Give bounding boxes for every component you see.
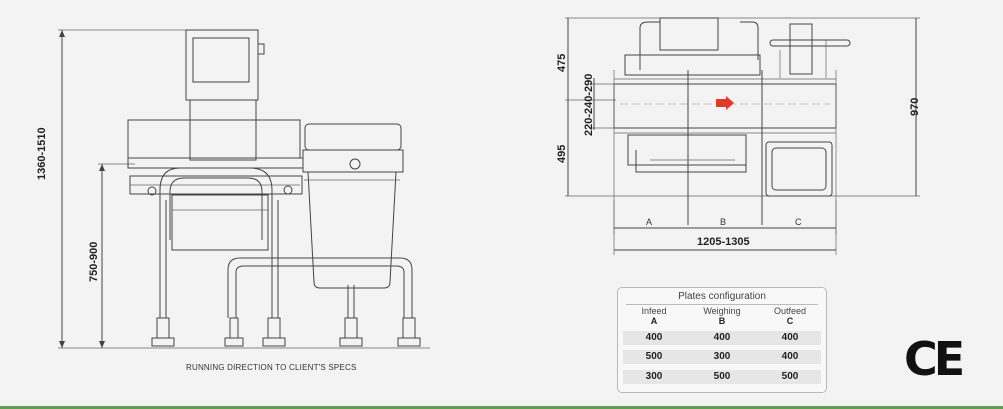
column-header-weighing: Weighing	[703, 306, 741, 316]
column-header-infeed: Infeed	[641, 306, 667, 316]
dim-depth: 970	[905, 76, 923, 116]
dim-top: 475	[552, 32, 570, 72]
dim-bottom-label: 495	[556, 144, 568, 163]
table-divider	[626, 304, 818, 305]
column-letter-a: A	[650, 316, 658, 326]
table-cell: 400	[781, 332, 799, 343]
table-cell: 500	[713, 371, 731, 382]
running-direction-caption: RUNNING DIRECTION TO CLIENT'S SPECS	[186, 363, 357, 372]
ce-mark-logo: CE	[904, 332, 965, 386]
dim-total-height-label: 1360-1510	[36, 127, 48, 180]
section-b-label: B	[720, 217, 727, 227]
table-cell: 400	[645, 332, 663, 343]
table-cell: 400	[781, 351, 799, 362]
table-cell: 500	[645, 351, 663, 362]
dim-top-label: 475	[556, 53, 568, 72]
table-title: Plates configuration	[678, 291, 766, 302]
column-header-outfeed: Outfeed	[773, 306, 807, 316]
table-cell: 400	[713, 332, 731, 343]
table-cell: 300	[713, 351, 731, 362]
dim-conveyor-height: 750-900	[84, 222, 100, 282]
table-row: 400 400 400	[623, 331, 821, 345]
table-cell: 500	[781, 371, 799, 382]
side-view-drawing	[58, 29, 430, 349]
section-c-label: C	[795, 217, 802, 227]
dim-conveyor-height-label: 750-900	[88, 241, 100, 282]
table-row: 500 300 400	[623, 350, 821, 364]
dim-belt-width: 220-240-290	[579, 56, 597, 136]
section-a-label: A	[646, 217, 653, 227]
column-letter-c: C	[786, 316, 794, 326]
bottom-accent-bar	[0, 406, 1003, 409]
dim-depth-label: 970	[909, 97, 921, 116]
dim-length-label: 1205-1305	[697, 236, 750, 248]
plates-configuration-table: Plates configuration Infeed Weighing Out…	[617, 287, 827, 393]
table-cell: 300	[645, 371, 663, 382]
dim-bottom: 495	[552, 123, 570, 163]
dim-total-height: 1360-1510	[32, 120, 48, 180]
table-row: 300 500 500	[623, 370, 821, 384]
top-view-drawing	[565, 17, 920, 255]
column-letter-b: B	[718, 316, 726, 326]
dim-belt-width-label: 220-240-290	[583, 73, 595, 136]
